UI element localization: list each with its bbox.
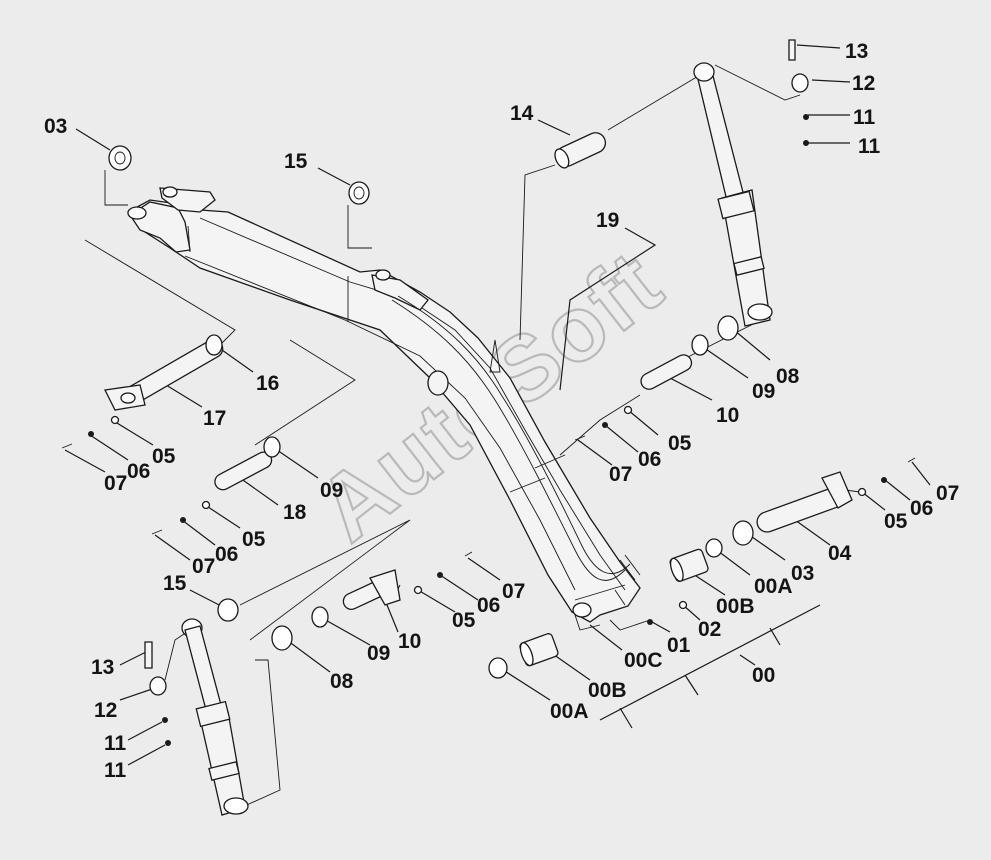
callout-08: 08 xyxy=(776,365,800,388)
callout-00A: 00A xyxy=(550,700,589,723)
callout-09: 09 xyxy=(367,642,390,665)
callout-07: 07 xyxy=(502,580,525,603)
callout-06: 06 xyxy=(127,460,150,483)
callout-13: 13 xyxy=(91,656,114,679)
callout-06: 06 xyxy=(477,594,500,617)
callout-06: 06 xyxy=(215,543,238,566)
callout-09: 09 xyxy=(752,380,775,403)
callout-03: 03 xyxy=(791,562,814,585)
callout-08: 08 xyxy=(330,670,354,693)
callout-04: 04 xyxy=(828,542,852,565)
callout-17: 17 xyxy=(203,407,226,430)
callout-15: 15 xyxy=(284,150,308,173)
callout-12: 12 xyxy=(852,72,875,95)
callout-19: 19 xyxy=(596,209,619,232)
callout-00B: 00B xyxy=(588,679,627,702)
callout-14: 14 xyxy=(510,102,534,125)
callout-07: 07 xyxy=(609,463,632,486)
lower-cylinder xyxy=(181,618,249,816)
callout-05: 05 xyxy=(242,528,266,551)
callout-06: 06 xyxy=(910,497,933,520)
upper-cylinder xyxy=(693,62,773,327)
boom-assembly xyxy=(126,186,641,631)
callout-07: 07 xyxy=(104,472,127,495)
callout-18: 18 xyxy=(283,501,307,524)
callout-13: 13 xyxy=(845,40,868,63)
callout-11: 11 xyxy=(104,759,127,782)
callout-15: 15 xyxy=(163,572,187,595)
callout-11: 11 xyxy=(104,732,127,755)
callout-03: 03 xyxy=(44,115,67,138)
callout-02: 02 xyxy=(698,618,721,641)
callout-01: 01 xyxy=(667,634,691,657)
callout-06: 06 xyxy=(638,448,661,471)
callout-00: 00 xyxy=(752,664,775,687)
callout-05: 05 xyxy=(152,445,176,468)
callout-labels: 03 15 14 19 13 12 11 11 16 17 05 06 07 0… xyxy=(44,40,959,782)
callout-00A: 00A xyxy=(754,575,793,598)
callout-00C: 00C xyxy=(624,649,663,672)
parts xyxy=(61,39,916,816)
callout-05: 05 xyxy=(884,510,908,533)
callout-09: 09 xyxy=(320,479,343,502)
callout-16: 16 xyxy=(256,372,279,395)
callout-12: 12 xyxy=(94,699,117,722)
callout-07: 07 xyxy=(936,482,959,505)
callout-10: 10 xyxy=(398,630,421,653)
callout-11: 11 xyxy=(853,106,876,129)
callout-05: 05 xyxy=(452,609,476,632)
callout-10: 10 xyxy=(716,404,739,427)
callout-07: 07 xyxy=(192,555,215,578)
callout-00B: 00B xyxy=(716,595,755,618)
callout-05: 05 xyxy=(668,432,692,455)
callout-11: 11 xyxy=(858,135,881,158)
